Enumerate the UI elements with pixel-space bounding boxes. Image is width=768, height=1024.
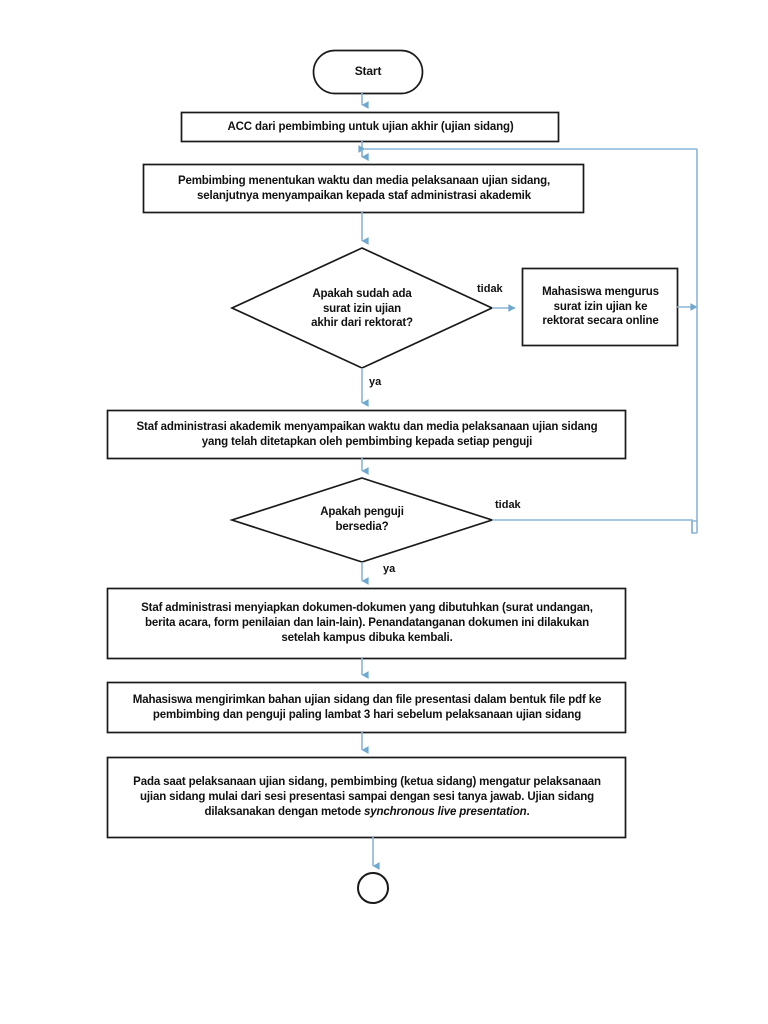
edge-label-tidak-penguji: tidak (495, 499, 521, 511)
staf-menyampaikan-process-shape (106, 409, 627, 460)
connector-decision2-tidak-join (691, 520, 697, 533)
decision-surat-izin-shape (229, 247, 495, 369)
pelaksanaan-process-shape (106, 756, 627, 839)
start-terminator-shape (312, 49, 424, 95)
mahasiswa-mengirimkan-process-shape (106, 681, 627, 734)
connector-decision2-tidak-rail (492, 519, 697, 534)
acc-process-shape (180, 111, 560, 143)
mahasiswa-mengurus-process-shape (521, 267, 679, 347)
pembimbing-menentukan-process-shape (142, 163, 585, 214)
edge-label-ya-penguji: ya (383, 563, 396, 575)
staf-menyiapkan-process-shape (106, 587, 627, 660)
edge-label-tidak-surat-izin: tidak (477, 283, 503, 295)
edge-label-ya-surat-izin: ya (369, 376, 382, 388)
end-terminator-shape (357, 872, 389, 904)
decision-penguji-shape (229, 477, 495, 563)
